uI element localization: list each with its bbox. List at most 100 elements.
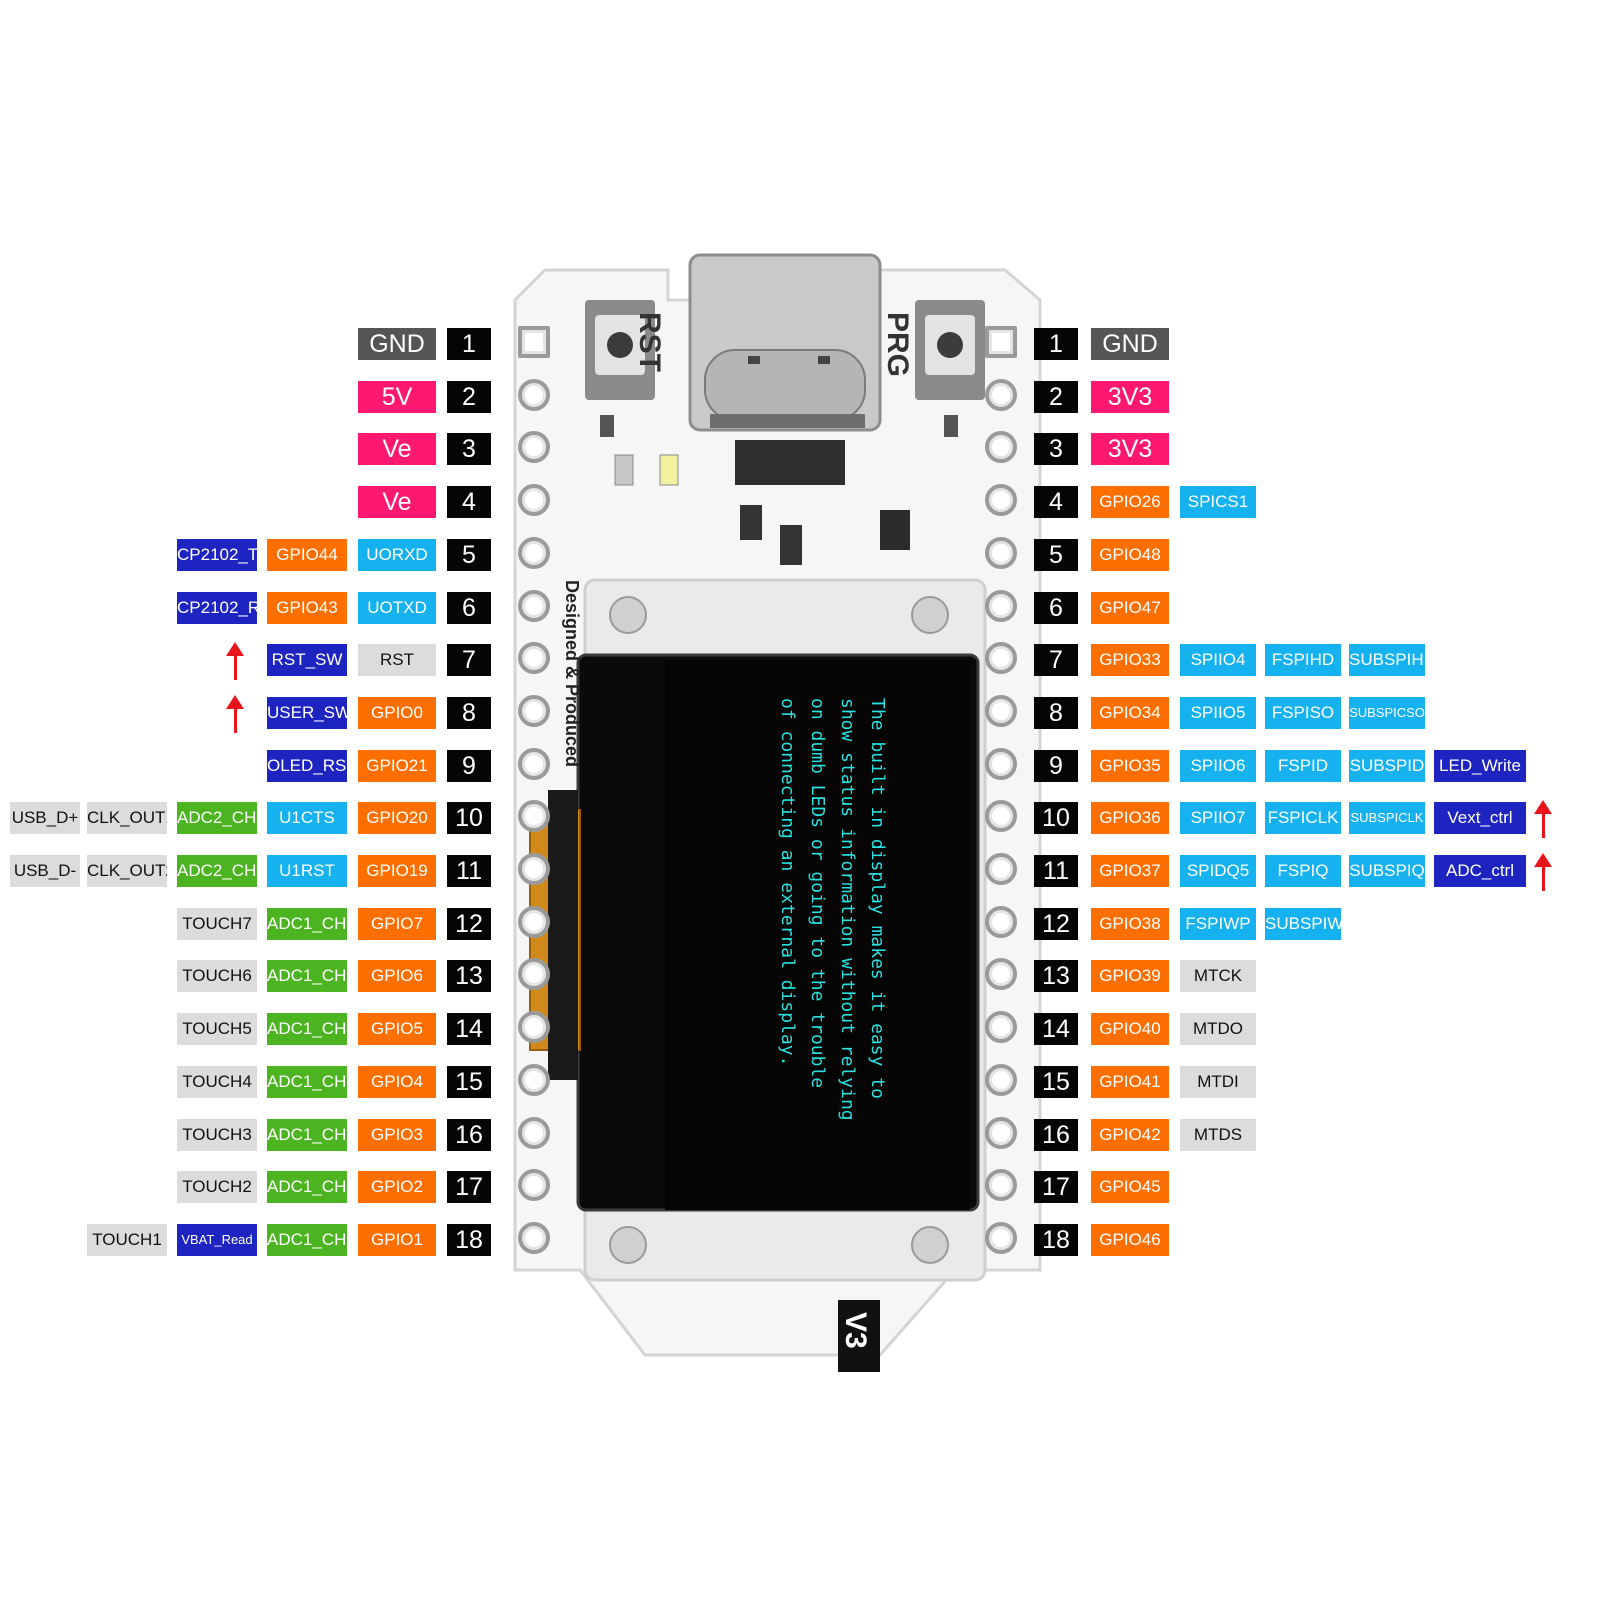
left-pin-label: U1RST xyxy=(267,855,347,887)
left-pin-label: CP2102_RX xyxy=(177,592,257,624)
right-pin-number: 10 xyxy=(1034,802,1078,834)
left-pin-label: CP2102_TX xyxy=(177,539,257,571)
right-pin-number: 1 xyxy=(1034,328,1078,360)
right-header-hole xyxy=(985,1117,1017,1149)
oled-text-line-2: show status information without relying xyxy=(837,698,858,1121)
left-pin-label: UORXD xyxy=(358,539,436,571)
left-pin-label: Ve xyxy=(358,433,436,465)
designed-silk-label: Designed & Produced xyxy=(562,580,582,768)
right-pin-number: 17 xyxy=(1034,1171,1078,1203)
left-header-hole xyxy=(518,590,550,622)
right-pin-number: 11 xyxy=(1034,855,1078,887)
right-pin-label: GPIO42 xyxy=(1091,1119,1169,1151)
left-pin-number: 15 xyxy=(447,1066,491,1098)
left-pin-label: ADC1_CH4 xyxy=(267,1013,347,1045)
right-header-hole xyxy=(985,642,1017,674)
left-header-hole xyxy=(518,379,550,411)
left-header-hole xyxy=(518,326,550,358)
left-pin-label: GPIO43 xyxy=(267,592,347,624)
left-header-hole xyxy=(518,1011,550,1043)
left-pin-label: RST_SW xyxy=(267,644,347,676)
left-header-hole xyxy=(518,800,550,832)
right-pin-label: GPIO38 xyxy=(1091,908,1169,940)
right-pin-label: GPIO48 xyxy=(1091,539,1169,571)
left-pin-number: 6 xyxy=(447,592,491,624)
right-pin-label: SUBSPICLK xyxy=(1349,802,1425,834)
right-header-hole xyxy=(985,1222,1017,1254)
left-red-arrow-icon xyxy=(226,695,244,733)
right-header-hole xyxy=(985,431,1017,463)
oled-text-line-4: of connecting an external display. xyxy=(777,698,798,1067)
left-pin-number: 4 xyxy=(447,486,491,518)
right-pin-label: GPIO47 xyxy=(1091,592,1169,624)
left-header-hole xyxy=(518,1064,550,1096)
left-pin-label: TOUCH3 xyxy=(177,1119,257,1151)
right-pin-label: 3V3 xyxy=(1091,433,1169,465)
left-header-hole xyxy=(518,1169,550,1201)
left-header-hole xyxy=(518,1117,550,1149)
left-pin-label: GND xyxy=(358,328,436,360)
left-pin-number: 17 xyxy=(447,1171,491,1203)
rst-silk-label: RST xyxy=(633,312,666,372)
right-pin-label: MTCK xyxy=(1180,960,1256,992)
right-pin-label: GPIO40 xyxy=(1091,1013,1169,1045)
left-pin-label: GPIO21 xyxy=(358,750,436,782)
left-pin-label: GPIO2 xyxy=(358,1171,436,1203)
left-header-hole xyxy=(518,958,550,990)
right-pin-label: GPIO39 xyxy=(1091,960,1169,992)
left-pin-label: ADC1_CH0 xyxy=(267,1224,347,1256)
left-pin-number: 14 xyxy=(447,1013,491,1045)
right-pin-number: 9 xyxy=(1034,750,1078,782)
right-pin-number: 15 xyxy=(1034,1066,1078,1098)
right-pin-label: FSPISO xyxy=(1265,697,1341,729)
left-pin-label: USER_SW xyxy=(267,697,347,729)
right-header-hole xyxy=(985,379,1017,411)
right-pin-label: SPIDQ5 xyxy=(1180,855,1256,887)
left-pin-label: OLED_RST xyxy=(267,750,347,782)
left-pin-label: VBAT_Read xyxy=(177,1224,257,1256)
right-header-hole xyxy=(985,800,1017,832)
version-label: V3 xyxy=(839,1312,872,1349)
left-header-hole xyxy=(518,642,550,674)
right-header-hole xyxy=(985,906,1017,938)
oled-text-line-1: The built in display makes it easy to xyxy=(867,698,888,1099)
left-pin-label: USB_D- xyxy=(10,855,80,887)
left-pin-number: 5 xyxy=(447,539,491,571)
right-pin-number: 16 xyxy=(1034,1119,1078,1151)
right-pin-number: 6 xyxy=(1034,592,1078,624)
right-red-arrow-icon xyxy=(1534,853,1552,891)
left-pin-label: 5V xyxy=(358,381,436,413)
left-pin-number: 12 xyxy=(447,908,491,940)
right-red-arrow-icon xyxy=(1534,800,1552,838)
left-pin-label: GPIO6 xyxy=(358,960,436,992)
right-pin-label: SPIIO6 xyxy=(1180,750,1256,782)
left-pin-label: GPIO1 xyxy=(358,1224,436,1256)
left-pin-number: 2 xyxy=(447,381,491,413)
left-header-hole xyxy=(518,431,550,463)
left-pin-label: ADC1_CH6 xyxy=(267,908,347,940)
right-pin-label: FSPID xyxy=(1265,750,1341,782)
right-header-hole xyxy=(985,958,1017,990)
right-pin-label: GPIO37 xyxy=(1091,855,1169,887)
left-header-hole xyxy=(518,1222,550,1254)
right-pin-number: 14 xyxy=(1034,1013,1078,1045)
left-pin-label: ADC1_CH5 xyxy=(267,960,347,992)
left-pin-label: CLK_OUT1 xyxy=(87,802,167,834)
left-pin-label: GPIO5 xyxy=(358,1013,436,1045)
right-pin-label: SUBSPIQ xyxy=(1349,855,1425,887)
right-pin-label: SUBSPICSO xyxy=(1349,697,1425,729)
right-pin-label: GPIO34 xyxy=(1091,697,1169,729)
left-pin-number: 10 xyxy=(447,802,491,834)
left-pin-label: GPIO0 xyxy=(358,697,436,729)
left-pin-number: 9 xyxy=(447,750,491,782)
right-pin-label: FSPIWP xyxy=(1180,908,1256,940)
right-pin-number: 8 xyxy=(1034,697,1078,729)
left-pin-number: 3 xyxy=(447,433,491,465)
right-pin-label: SPIIO7 xyxy=(1180,802,1256,834)
right-pin-label: MTDS xyxy=(1180,1119,1256,1151)
right-header-hole xyxy=(985,1011,1017,1043)
right-pin-label: GND xyxy=(1091,328,1169,360)
left-header-hole xyxy=(518,853,550,885)
